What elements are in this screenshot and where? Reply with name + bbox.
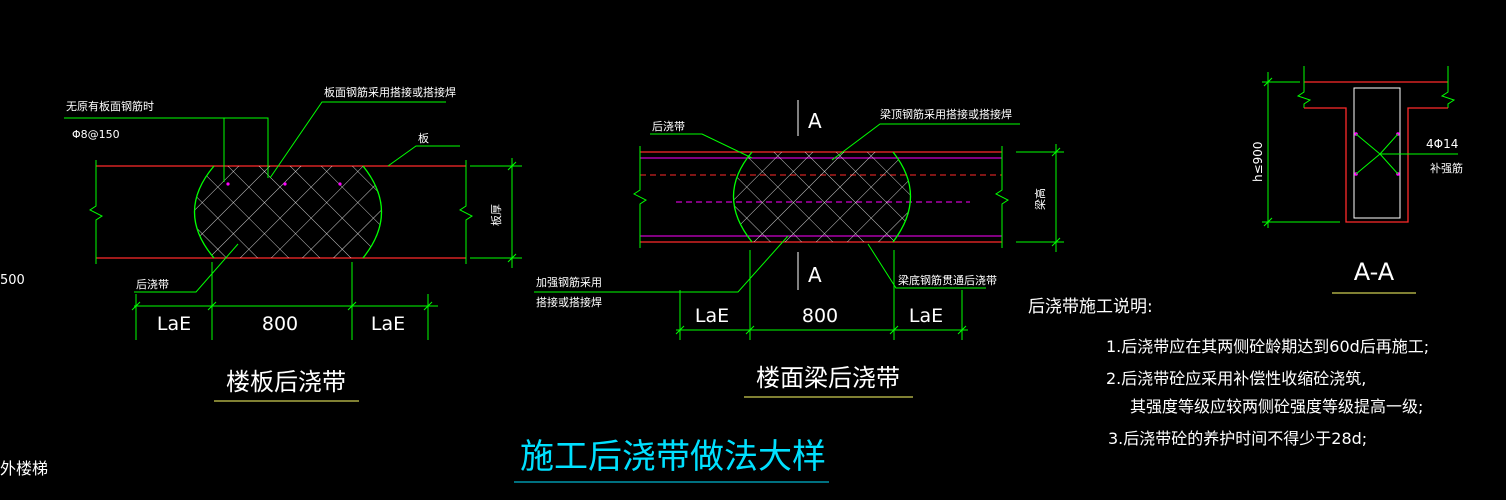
beam-post-cast-detail: A A 后浇带 梁顶钢筋采用搭接或搭接焊 加强钢筋采用 搭接或搭接焊 梁底钢筋贯… [534, 100, 1064, 398]
beam-note-bottom-rebar: 梁底钢筋贯通后浇带 [898, 273, 997, 287]
beam-height-label: 梁高 [1033, 188, 1047, 210]
slab-rebar-dots [226, 182, 342, 186]
beam-dim-lae-right: LaE [909, 305, 943, 327]
slab-break-line [89, 160, 103, 264]
beam-stirrup [1353, 87, 1401, 219]
beam-dim-800: 800 [802, 305, 838, 327]
slab-bottom-dim [131, 262, 438, 340]
slab-note-no-rebar: 无原有板面钢筋时 [66, 99, 154, 113]
beam-dim-lae-left: LaE [695, 305, 729, 327]
construction-notes: 后浇带施工说明: 1.后浇带应在其两侧砼龄期达到60d后再施工; 2.后浇带砼应… [1028, 297, 1429, 448]
slab-thickness-dim [459, 158, 522, 268]
slab-title: 楼板后浇带 [226, 368, 346, 396]
note-item-2-cont: 其强度等级应较两侧砼强度等级提高一级; [1130, 397, 1423, 416]
beam-title: 楼面梁后浇带 [756, 364, 900, 392]
beam-label-band: 后浇带 [652, 120, 685, 133]
notes-heading: 后浇带施工说明: [1028, 297, 1153, 317]
beam-break-line-right [995, 146, 1009, 248]
slab-band-outline [194, 165, 382, 259]
beam-height-dim [1016, 144, 1064, 252]
slab-rebar-spec: Φ8@150 [72, 128, 120, 141]
edge-text-stairs: 外楼梯 [0, 459, 48, 478]
beam-note-top-rebar: 梁顶钢筋采用搭接或搭接焊 [880, 107, 1012, 121]
section-mark-bottom: A [808, 263, 822, 287]
section-mark-top: A [808, 109, 822, 133]
section-rebar-label: 4Φ14 [1426, 137, 1458, 151]
leader-no-rebar [64, 117, 269, 178]
leader-bottom-rebar [867, 243, 986, 289]
slab-post-cast-detail: 无原有板面钢筋时 Φ8@150 板面钢筋采用搭接或搭接焊 板 后浇带 板厚 La… [64, 85, 522, 402]
beam-section-outline [1304, 107, 1448, 223]
slab-label-band: 后浇带 [136, 278, 169, 291]
leader-extra-rebar [534, 235, 789, 293]
slab-dim-800: 800 [262, 313, 298, 335]
leader-top-rebar [269, 101, 446, 179]
leader-slab [387, 145, 460, 167]
beam-band-outline [733, 151, 912, 243]
section-rebar-note: 补强筋 [1430, 161, 1463, 175]
beam-band-hatch [733, 152, 911, 242]
main-title: 施工后浇带做法大样 [520, 437, 826, 477]
beam-note-extra-rebar-2: 搭接或搭接焊 [536, 295, 602, 309]
slab-thickness-label: 板厚 [489, 204, 503, 226]
beam-break-line-left [633, 146, 647, 248]
slab-dim-lae-left: LaE [157, 313, 191, 335]
slab-label-slab: 板 [418, 131, 429, 145]
section-title: A-A [1354, 258, 1395, 286]
beam-note-extra-rebar-1: 加强钢筋采用 [536, 275, 602, 289]
rebar-leader [1355, 133, 1458, 175]
section-height-dim [1262, 72, 1340, 228]
beam-bottom-dim [675, 250, 968, 340]
slab-dim-lae-right: LaE [371, 313, 405, 335]
section-height-label: h≤900 [1251, 141, 1265, 182]
slab-band-hatch [194, 166, 382, 258]
note-item-1: 1.后浇带应在其两侧砼龄期达到60d后再施工; [1106, 337, 1429, 356]
section-aa: h≤900 4Φ14 补强筋 A-A [1251, 66, 1463, 294]
leader-beam-top-rebar [831, 123, 1020, 161]
note-item-2: 2.后浇带砼应采用补偿性收缩砼浇筑, [1106, 369, 1366, 388]
edge-number: 500 [0, 273, 25, 288]
leader-beam-band [650, 133, 753, 159]
slab-note-top-rebar: 板面钢筋采用搭接或搭接焊 [324, 85, 456, 99]
note-item-3: 3.后浇带砼的养护时间不得少于28d; [1108, 429, 1367, 448]
leader-band [134, 243, 239, 293]
